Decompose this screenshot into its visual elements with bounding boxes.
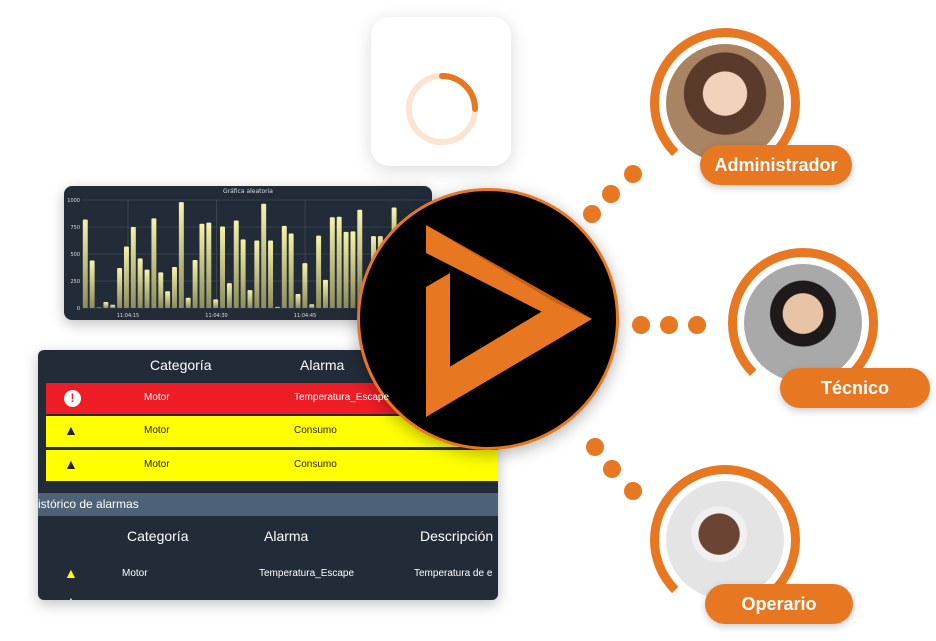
role-label-administrador[interactable]: Administrador (700, 145, 852, 185)
warning-icon: ▲ (64, 593, 78, 600)
avatar-administrador (666, 44, 784, 162)
alarm-name: Consumo (294, 425, 337, 436)
bar (329, 217, 335, 308)
bar (302, 263, 308, 308)
warning-icon: ▲ (64, 456, 78, 472)
connector-dot (602, 185, 620, 203)
bar (254, 240, 260, 308)
brand-logo (357, 188, 619, 450)
bar (213, 299, 219, 308)
alarm-category: Motor (144, 392, 170, 403)
avatar-ring (650, 28, 800, 178)
bar (281, 225, 287, 308)
alarm-category: Motor (144, 425, 170, 436)
bar (233, 220, 239, 308)
connector-dot (688, 316, 706, 334)
connector-dot (583, 205, 601, 223)
chart-title: Gráfica aleatoria (222, 188, 273, 195)
bar (274, 306, 280, 308)
avatar-tecnico (744, 264, 862, 382)
alarm-table-panel: Categoría Alarma ! Motor Temperatura_Esc… (38, 350, 498, 600)
bar (240, 239, 246, 308)
bar (103, 302, 109, 308)
bar (165, 291, 171, 308)
history-row[interactable]: ▲ Motor Temperatura_Escape Temperatura d… (38, 559, 493, 590)
bar (82, 219, 88, 308)
alarm-category: Motor (144, 459, 170, 470)
x-tick-label: 11:04:15 (117, 313, 139, 319)
column-header-alarm: Alarma (300, 357, 345, 373)
alarm-name: Consumo (294, 459, 337, 470)
warning-icon: ▲ (64, 565, 78, 581)
bar (350, 231, 356, 308)
bar (151, 218, 157, 308)
bar (89, 260, 95, 308)
role-label-tecnico[interactable]: Técnico (780, 368, 930, 408)
history-header-category: Categoría (127, 528, 189, 544)
bar (261, 203, 267, 308)
bar (295, 293, 301, 308)
y-tick-label: 500 (70, 252, 80, 258)
bar (137, 258, 143, 308)
x-tick-label: 11:04:45 (294, 313, 316, 319)
connector-dot (632, 316, 650, 334)
bar (247, 290, 253, 308)
alarm-row[interactable]: ▲ Motor Consumo (46, 450, 498, 481)
bar (172, 266, 177, 308)
bar (199, 223, 205, 308)
loading-spinner-icon (406, 73, 478, 145)
y-tick-label: 0 (77, 306, 80, 312)
y-tick-label: 750 (70, 225, 80, 231)
bar (185, 297, 191, 308)
history-category: Motor (122, 568, 148, 579)
bar (144, 269, 150, 308)
history-header-description: Descripción (420, 528, 494, 544)
bar (130, 227, 136, 308)
x-tick-label: 11:04:30 (205, 313, 227, 319)
bar (316, 235, 322, 308)
bar (309, 304, 315, 308)
warning-icon: ▲ (64, 422, 78, 438)
bar (192, 259, 198, 308)
bar (96, 307, 102, 308)
bar (288, 233, 294, 308)
role-label-operario[interactable]: Operario (705, 584, 853, 624)
history-description: Temperatura de e (414, 568, 493, 579)
history-section-title: istórico de alarmas (38, 493, 498, 516)
bar (117, 268, 123, 308)
y-tick-label: 250 (70, 279, 80, 285)
bar (336, 216, 342, 308)
connector-dot (624, 165, 642, 183)
loading-card (371, 17, 511, 166)
bar (322, 279, 328, 308)
bar (206, 222, 212, 308)
connector-dot (660, 316, 678, 334)
connector-dot (624, 482, 642, 500)
avatar-ring (650, 465, 800, 615)
bar (343, 231, 349, 308)
bar (268, 240, 274, 308)
exclamation-circle-icon: ! (64, 390, 81, 407)
play-logo-icon (426, 225, 592, 417)
bar (226, 283, 232, 308)
bar (178, 202, 184, 308)
history-header-alarm: Alarma (264, 528, 309, 544)
history-alarm: Temperatura_Escape (259, 568, 355, 579)
bar (220, 226, 225, 308)
bar (110, 304, 116, 308)
alarm-name: Temperatura_Escape (294, 392, 390, 403)
connector-dot (603, 460, 621, 478)
bar (123, 246, 129, 308)
y-tick-label: 1000 (67, 198, 80, 204)
connector-dot (586, 438, 604, 456)
column-header-category: Categoría (150, 357, 212, 373)
avatar-ring (728, 248, 878, 398)
avatar-operario (666, 481, 784, 599)
bar (158, 272, 164, 308)
